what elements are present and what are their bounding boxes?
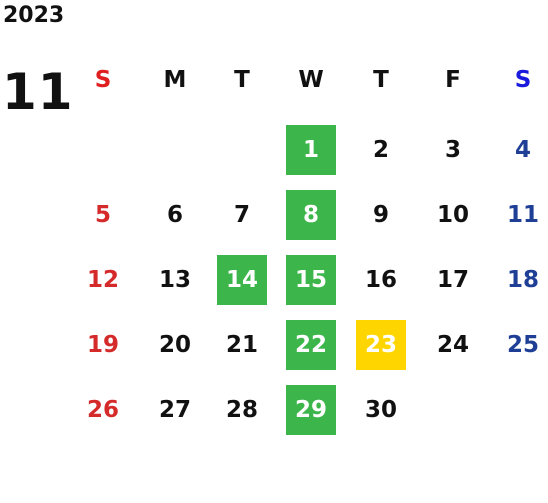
day-cell[interactable]: 21 [225, 332, 258, 358]
day-cell[interactable]: 23 [356, 320, 406, 370]
day-cell[interactable]: 29 [286, 385, 336, 435]
day-cell[interactable]: 18 [506, 267, 539, 293]
day-cell[interactable]: 14 [217, 255, 267, 305]
day-cell[interactable]: 20 [158, 332, 191, 358]
day-cell[interactable]: 10 [436, 202, 469, 228]
day-cell[interactable]: 22 [286, 320, 336, 370]
day-cell[interactable]: 13 [158, 267, 191, 293]
day-cell[interactable]: 19 [86, 332, 119, 358]
day-cell[interactable]: 5 [94, 202, 111, 228]
day-cell[interactable]: 16 [364, 267, 397, 293]
weekday-header: T [234, 67, 250, 93]
day-cell[interactable]: 27 [158, 397, 191, 423]
day-cell[interactable]: 12 [86, 267, 119, 293]
day-cell[interactable]: 1 [286, 125, 336, 175]
weekday-header: T [373, 67, 389, 93]
weekday-header: M [163, 67, 187, 93]
day-cell[interactable]: 3 [444, 137, 461, 163]
weekday-header: S [94, 67, 112, 93]
day-cell[interactable]: 8 [286, 190, 336, 240]
day-cell[interactable]: 24 [436, 332, 469, 358]
day-cell[interactable]: 6 [166, 202, 183, 228]
day-cell[interactable]: 25 [506, 332, 539, 358]
day-cell[interactable]: 4 [514, 137, 531, 163]
day-cell[interactable]: 30 [364, 397, 397, 423]
day-cell[interactable]: 17 [436, 267, 469, 293]
weekday-header: F [445, 67, 461, 93]
day-cell[interactable]: 2 [372, 137, 389, 163]
day-cell[interactable]: 26 [86, 397, 119, 423]
month-number: 11 [2, 63, 74, 121]
day-cell[interactable]: 9 [372, 202, 389, 228]
day-cell[interactable]: 15 [286, 255, 336, 305]
day-cell[interactable]: 7 [233, 202, 250, 228]
weekday-header: S [514, 67, 532, 93]
day-cell[interactable]: 11 [506, 202, 539, 228]
weekday-header: W [298, 67, 324, 93]
day-cell[interactable]: 28 [225, 397, 258, 423]
year-label: 2023 [3, 3, 65, 28]
